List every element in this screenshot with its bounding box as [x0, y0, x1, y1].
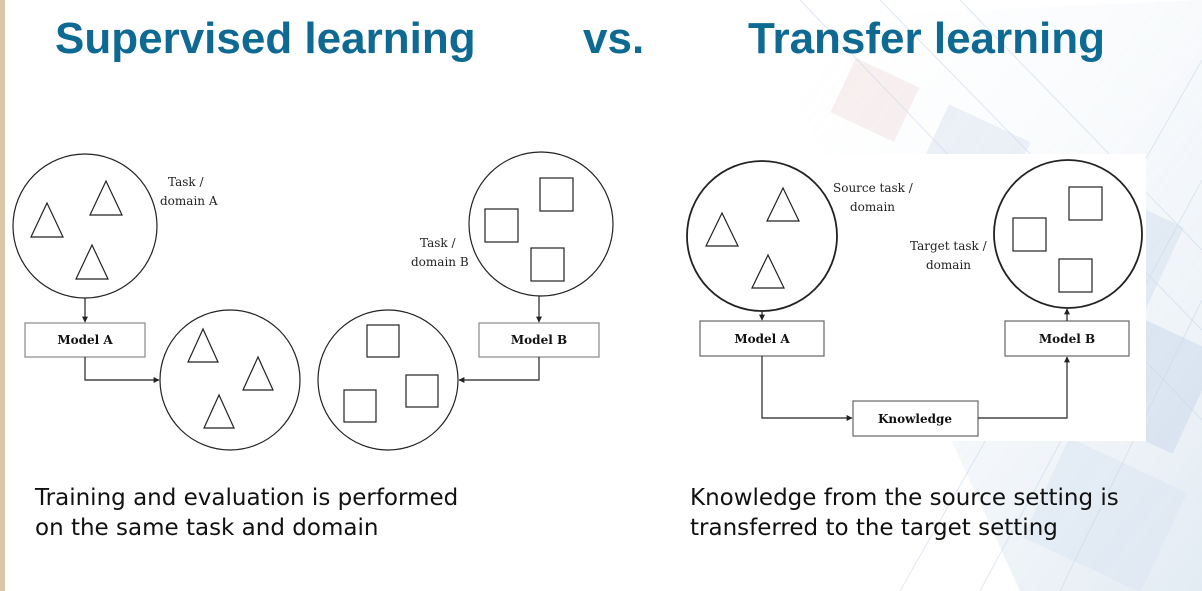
triangle [242, 355, 274, 391]
source-task-label: Source task / [833, 181, 914, 195]
source-task-label: domain [850, 200, 895, 214]
arrow-model-b-to-eval [458, 357, 540, 383]
task-a-label: domain A [160, 194, 218, 208]
square [1012, 217, 1047, 252]
target-task-label: domain [926, 258, 971, 272]
task-b-circle [468, 151, 614, 297]
supervised-learning-title: Supervised learning [55, 14, 476, 63]
model-a-label: Model A [734, 332, 790, 346]
transfer-diagram [686, 159, 1143, 437]
square [530, 247, 565, 282]
triangle [30, 201, 64, 238]
triangle [203, 393, 235, 429]
transfer-caption: Knowledge from the source setting is tra… [690, 483, 1119, 543]
triangle [751, 253, 785, 289]
triangle [766, 186, 800, 222]
caption-line: Training and evaluation is performed [35, 485, 459, 511]
model-b-box [1004, 320, 1130, 357]
caption-line: Knowledge from the source setting is [690, 485, 1119, 511]
eval-b-circle [317, 309, 459, 451]
target-task-label: Target task / [910, 239, 988, 253]
model-b-label: Model B [1039, 332, 1095, 346]
model-a-label: Model A [57, 333, 113, 347]
task-a-label: Task / [168, 175, 204, 189]
versus-label: vs. [583, 14, 645, 63]
square [1058, 258, 1093, 293]
caption-line: on the same task and domain [35, 515, 379, 541]
triangle [75, 243, 109, 280]
model-a-box [699, 320, 825, 357]
task-a-circle [12, 153, 158, 299]
caption-line: transferred to the target setting [690, 515, 1058, 541]
arrow-model-a-to-knowledge [761, 356, 853, 421]
supervised-caption: Training and evaluation is performed on … [35, 483, 458, 543]
square [539, 177, 574, 212]
model-b-box [478, 322, 600, 358]
transfer-diagram-panel [678, 154, 1146, 441]
triangle [187, 327, 219, 363]
triangle [705, 211, 739, 247]
square [1068, 186, 1103, 221]
triangle [89, 179, 123, 216]
eval-a-circle [159, 309, 301, 451]
target-task-circle [993, 159, 1143, 309]
task-b-label: Task / [420, 236, 456, 250]
supervised-diagram [12, 151, 614, 451]
square [343, 389, 377, 423]
task-b-label: domain B [411, 255, 469, 269]
square [484, 208, 519, 243]
transfer-learning-title: Transfer learning [748, 14, 1106, 63]
arrow-knowledge-to-model-b [978, 356, 1070, 419]
square [405, 374, 439, 408]
knowledge-label: Knowledge [878, 412, 952, 426]
square [366, 324, 400, 358]
arrow-model-a-to-eval [84, 357, 160, 383]
left-edge-bar [0, 0, 5, 591]
model-b-label: Model B [511, 333, 567, 347]
